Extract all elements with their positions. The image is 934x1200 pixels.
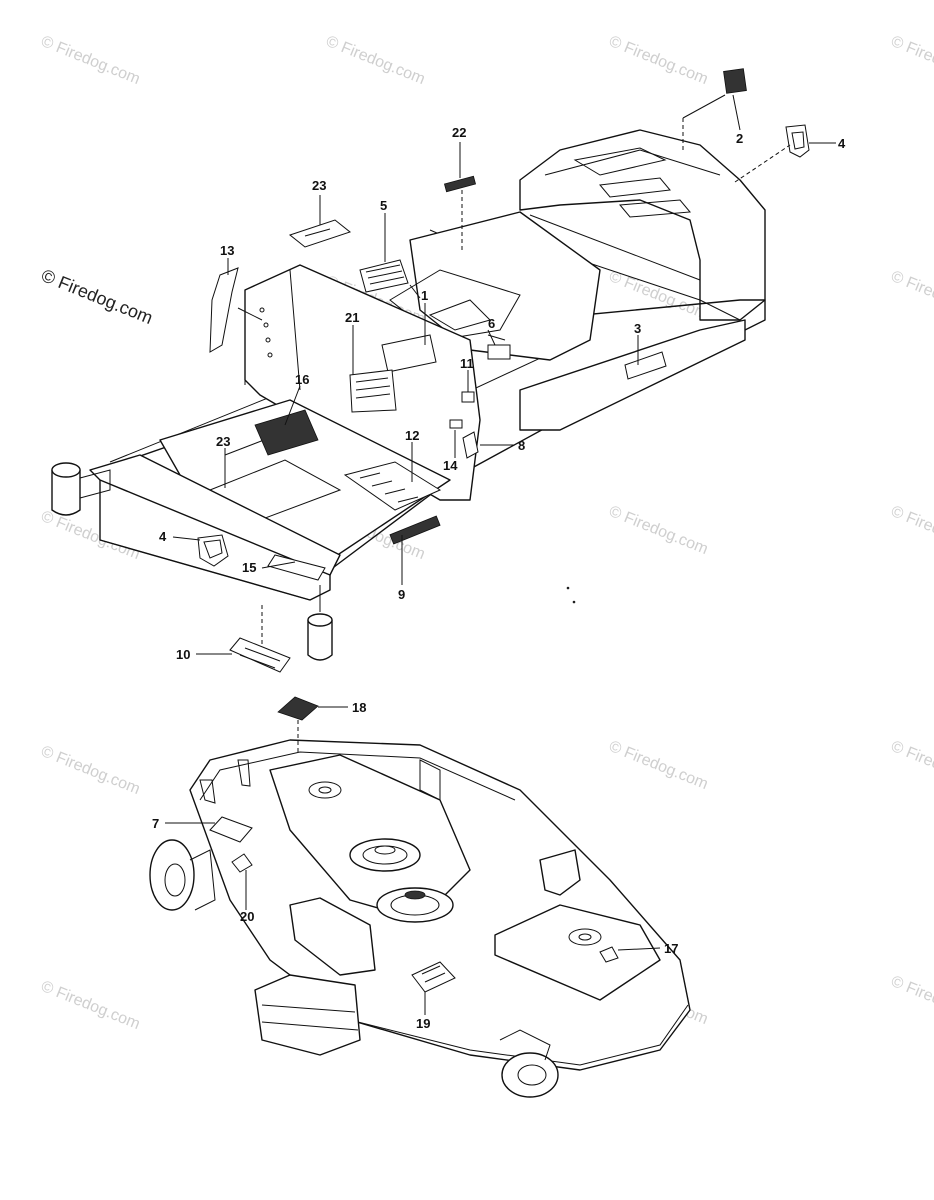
decal-3 xyxy=(624,351,667,380)
watermark: © Firedog.com xyxy=(889,268,934,323)
mower-deck xyxy=(149,739,691,1098)
callout-14: 14 xyxy=(443,458,458,473)
decal-22 xyxy=(443,175,477,193)
callout-15: 15 xyxy=(242,560,256,575)
callout-6: 6 xyxy=(488,316,495,331)
decal-11 xyxy=(461,391,475,403)
callout-4-top: 4 xyxy=(838,136,846,151)
watermark: © Firedog.com xyxy=(324,33,428,88)
callout-19: 19 xyxy=(416,1016,430,1031)
decal-7 xyxy=(209,816,253,843)
callout-9: 9 xyxy=(398,587,405,602)
callout-1: 1 xyxy=(421,288,428,303)
decal-12 xyxy=(343,461,442,511)
decal-14 xyxy=(449,419,463,429)
decal-13 xyxy=(209,267,239,353)
watermark: © Firedog.com xyxy=(889,973,934,1028)
decal-21 xyxy=(349,369,397,413)
decal-15 xyxy=(267,554,326,581)
leader-lines xyxy=(165,94,836,1015)
callout-8: 8 xyxy=(518,438,525,453)
watermark: © Firedog.com xyxy=(607,33,711,88)
callout-11: 11 xyxy=(460,356,474,371)
watermark: © Firedog.com xyxy=(607,738,711,793)
decal-2 xyxy=(723,68,747,94)
decal-4-top xyxy=(785,124,810,158)
callout-2: 2 xyxy=(736,131,743,146)
callout-3: 3 xyxy=(634,321,641,336)
deck-decals xyxy=(209,696,619,993)
watermark: © Firedog.com xyxy=(39,33,143,88)
watermark: © Firedog.com xyxy=(889,33,934,88)
watermark: © Firedog.com xyxy=(39,978,143,1033)
decal-5 xyxy=(359,259,409,293)
callout-21: 21 xyxy=(345,310,359,325)
decal-1 xyxy=(381,334,437,373)
callout-labels: 1 2 3 4 4 5 6 7 8 9 10 11 12 13 14 15 16… xyxy=(152,125,846,1031)
callout-18: 18 xyxy=(352,700,366,715)
chassis-frame xyxy=(51,129,766,661)
decal-17 xyxy=(599,946,619,963)
decal-10 xyxy=(229,637,291,673)
watermark: © Firedog.com xyxy=(889,503,934,558)
callout-4-front: 4 xyxy=(159,529,167,544)
decal-18 xyxy=(277,696,319,721)
callout-23-top: 23 xyxy=(312,178,326,193)
brand-watermark: © Firedog.com xyxy=(39,265,156,328)
callout-16: 16 xyxy=(295,372,309,387)
callout-22: 22 xyxy=(452,125,466,140)
callout-12: 12 xyxy=(405,428,419,443)
watermark: © Firedog.com xyxy=(889,738,934,793)
callout-13: 13 xyxy=(220,243,234,258)
decal-8 xyxy=(462,431,479,459)
callout-7: 7 xyxy=(152,816,159,831)
callout-23-floor: 23 xyxy=(216,434,230,449)
decal-19 xyxy=(411,961,456,993)
callout-10: 10 xyxy=(176,647,190,662)
callout-17: 17 xyxy=(664,941,678,956)
watermark: © Firedog.com xyxy=(39,743,143,798)
watermark: © Firedog.com xyxy=(607,503,711,558)
callout-5: 5 xyxy=(380,198,387,213)
decal-6 xyxy=(487,344,511,360)
decal-20 xyxy=(231,853,253,873)
callout-20: 20 xyxy=(240,909,254,924)
chassis-decals xyxy=(197,68,810,673)
